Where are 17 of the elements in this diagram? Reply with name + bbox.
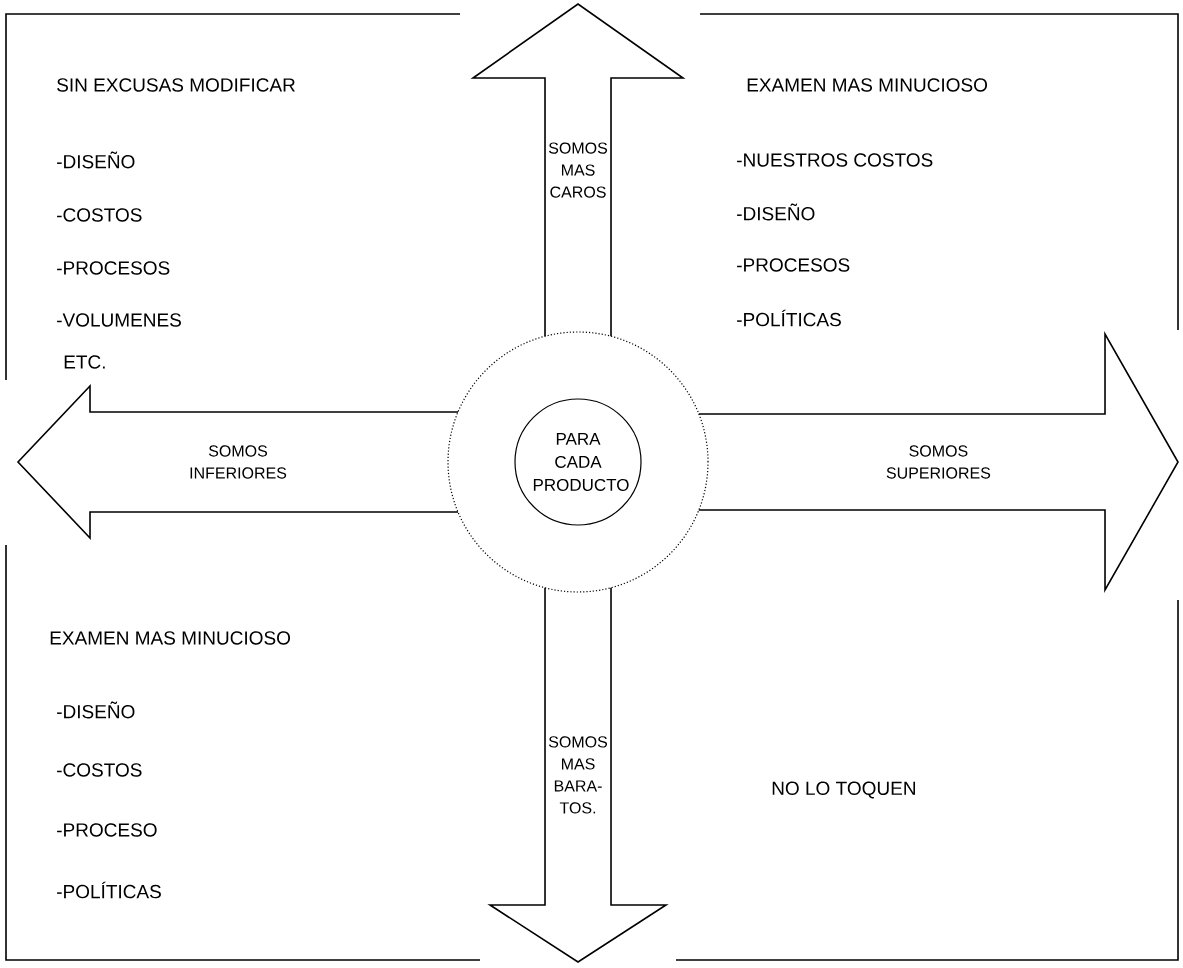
quadrant-text: NO LO TOQUEN bbox=[772, 781, 915, 799]
quadrant-text: -DISEÑO bbox=[737, 203, 815, 221]
quadrant-text: -POLÍTICAS bbox=[737, 309, 841, 327]
quadrant-text: -PROCESOS bbox=[57, 261, 170, 275]
quadrant-text: SIN EXCUSAS MODIFICAR bbox=[57, 78, 295, 92]
quadrant-text: EXAMEN MAS MINUCIOSO bbox=[747, 78, 987, 92]
quadrant-text: -DISEÑO bbox=[57, 151, 135, 169]
quadrant-text: -PROCESO bbox=[57, 823, 157, 837]
dotted-ring bbox=[447, 331, 709, 593]
quadrant-text: -PROCESOS bbox=[737, 258, 850, 272]
quadrant-text: -COSTOS bbox=[57, 208, 142, 222]
quadrant-text: -NUESTROS COSTOS bbox=[737, 153, 933, 167]
quadrant-text: -COSTOS bbox=[57, 763, 142, 777]
quadrant-text: -POLÍTICAS bbox=[57, 881, 161, 899]
quadrant-text: -VOLUMENES bbox=[57, 313, 181, 327]
quadrant-text: EXAMEN MAS MINUCIOSO bbox=[50, 631, 290, 645]
quadrant-text: -DISEÑO bbox=[57, 701, 135, 719]
